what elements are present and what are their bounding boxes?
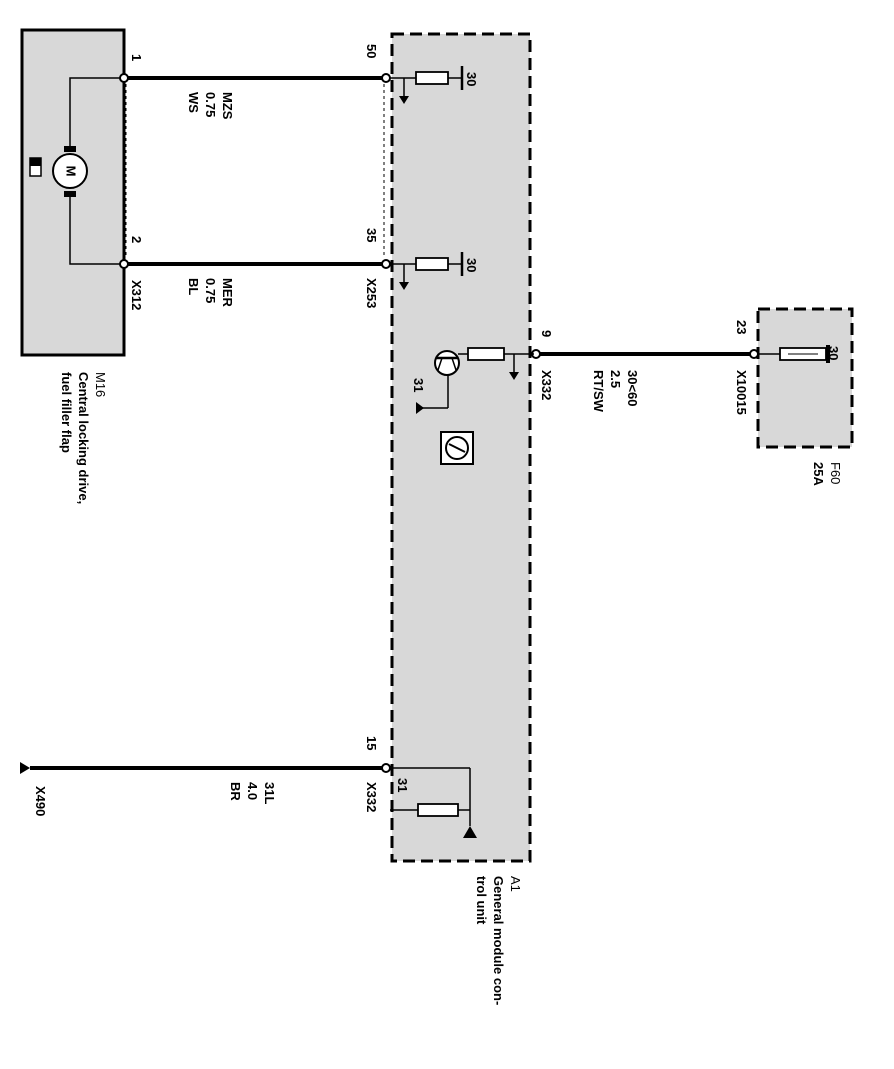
resistor-icon: [417, 803, 459, 817]
svg-text:MER: MER: [220, 278, 235, 308]
ground-arrow-icons: [399, 96, 519, 838]
connector-label-x253: X253: [364, 278, 379, 308]
f60-label: F60 25A: [811, 462, 843, 486]
pin-label-m16-1: 1: [129, 54, 144, 61]
pin-label-a1-15: 15: [364, 736, 379, 750]
resistor-icon: [415, 257, 449, 271]
svg-text:MZS: MZS: [220, 92, 235, 120]
svg-text:BL: BL: [186, 278, 201, 295]
svg-text:M: M: [64, 166, 79, 177]
svg-text:A1: A1: [508, 876, 523, 892]
svg-text:General module con-: General module con-: [491, 876, 506, 1005]
pin-label-a1-50: 50: [364, 44, 379, 58]
svg-text:F60: F60: [828, 462, 843, 484]
terminal-label-31-transistor: 31: [411, 378, 426, 392]
pin-label-a1-9: 9: [539, 330, 554, 337]
a1-label: A1 General module con- trol unit: [474, 876, 523, 1005]
connector-symbols: [119, 73, 759, 773]
svg-text:WS: WS: [186, 92, 201, 113]
svg-text:0.75: 0.75: [203, 278, 218, 303]
wire-spec-30-60: 30<60 2.5 RT/SW: [591, 370, 640, 413]
m16-label: M16 Central locking drive, fuel filler f…: [59, 372, 108, 504]
diagnosis-icon: [440, 431, 474, 465]
connector-label-x332-bottom: X332: [364, 782, 379, 812]
svg-text:RT/SW: RT/SW: [591, 370, 606, 413]
svg-text:30<60: 30<60: [625, 370, 640, 407]
svg-text:4.0: 4.0: [245, 782, 260, 800]
pin-label-f60-23: 23: [734, 320, 749, 334]
svg-text:M16: M16: [93, 372, 108, 397]
transistor-icon: [434, 350, 460, 376]
svg-text:fuel filler flap: fuel filler flap: [59, 372, 74, 453]
svg-text:2.5: 2.5: [608, 370, 623, 388]
pin-label-a1-35: 35: [364, 228, 379, 242]
resistor-icons: [415, 71, 505, 817]
pin-label-m16-2: 2: [129, 236, 144, 243]
connector-label-x10015: X10015: [734, 370, 749, 415]
svg-text:31L: 31L: [262, 782, 277, 804]
svg-text:trol unit: trol unit: [474, 876, 489, 925]
terminal-label-f60-30: 30: [826, 346, 841, 360]
fuse-icon: [758, 345, 830, 363]
connector-label-x490: X490: [33, 786, 48, 816]
motor-circuit: [69, 77, 124, 265]
terminal-label-30-b: 30: [464, 258, 479, 272]
wire-spec-mzs: MZS 0.75 WS: [186, 92, 235, 120]
resistor-icon: [415, 71, 449, 85]
motor-icon: M: [52, 146, 88, 197]
svg-text:Central locking drive,: Central locking drive,: [76, 372, 91, 504]
f60-fuse-box: [756, 307, 854, 449]
svg-text:BR: BR: [228, 782, 243, 801]
resistor-icon: [467, 347, 505, 361]
svg-text:25A: 25A: [811, 462, 826, 486]
fuel-filler-icon: [29, 157, 42, 177]
terminal-label-31-bottom: 31: [395, 778, 410, 792]
wire-lines: [30, 76, 752, 770]
terminal-label-30-a: 30: [464, 72, 479, 86]
svg-text:0.75: 0.75: [203, 92, 218, 117]
connector-label-x332-top: X332: [539, 370, 554, 400]
connector-label-x312: X312: [129, 280, 144, 310]
wire-spec-mer: MER 0.75 BL: [186, 278, 235, 308]
wire-spec-31l: 31L 4.0 BR: [228, 782, 277, 804]
ground-terminal-icon: [20, 762, 30, 774]
a1-internal-circuit: [390, 66, 534, 826]
